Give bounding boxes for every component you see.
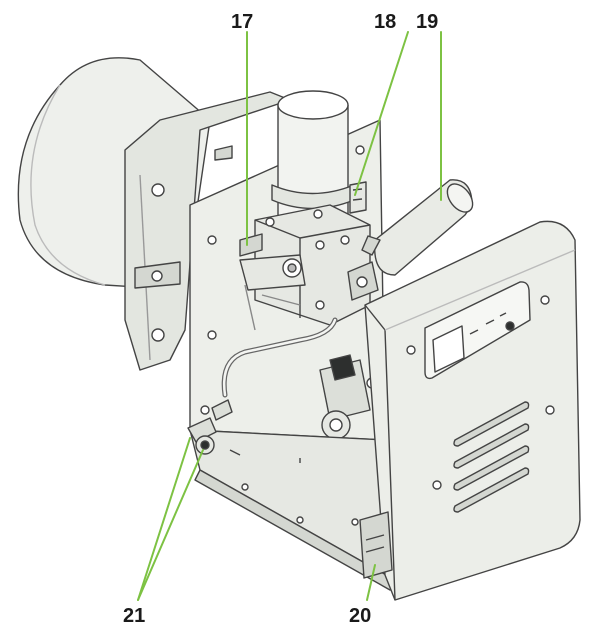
ventilation-slots xyxy=(453,401,530,513)
callout-19: 19 xyxy=(416,11,439,33)
base-frame xyxy=(189,429,396,591)
housing-block xyxy=(254,204,371,326)
callout-17: 17 xyxy=(231,11,254,33)
cable-hose xyxy=(221,284,338,398)
control-panel xyxy=(424,281,531,380)
callout-20: 20 xyxy=(349,605,372,627)
leader-20 xyxy=(366,564,376,601)
callout-18: 18 xyxy=(374,11,397,33)
leader-21a xyxy=(137,437,191,601)
feed-pipe xyxy=(271,90,355,225)
sensor-assembly xyxy=(239,233,306,291)
mounting-flange xyxy=(124,91,291,371)
leader-21b xyxy=(137,449,204,601)
front-housing xyxy=(364,220,581,601)
connector-block xyxy=(359,511,393,579)
leader-18 xyxy=(354,31,409,196)
callout-21: 21 xyxy=(123,605,146,627)
motor xyxy=(347,179,474,301)
hose-fittings xyxy=(187,399,233,455)
